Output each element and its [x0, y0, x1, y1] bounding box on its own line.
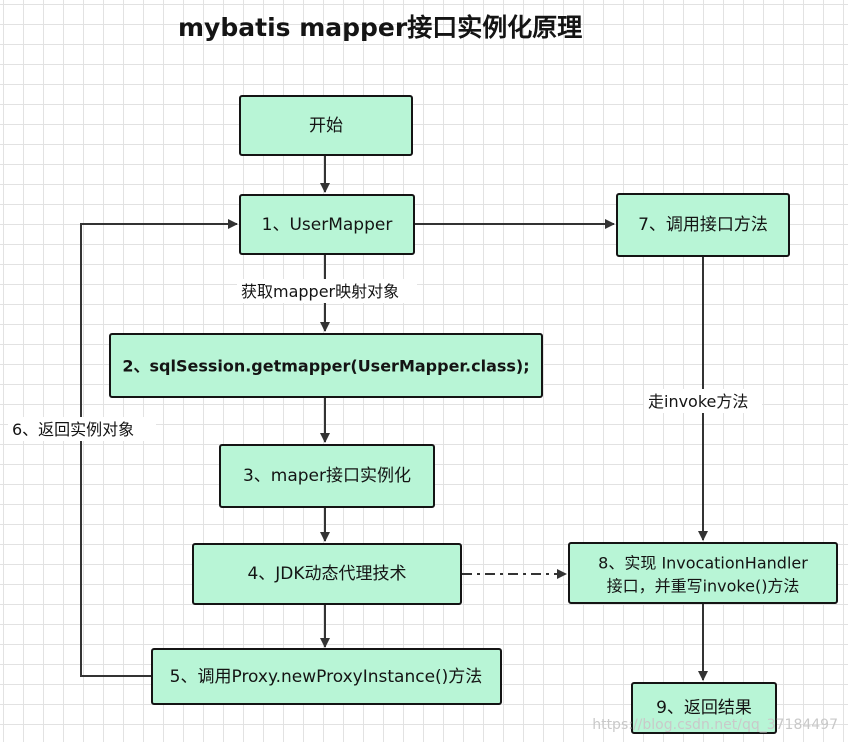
node-2-label: 2、sqlSession.getmapper(UserMapper.class)…: [122, 357, 529, 376]
node-5-label: 5、调用Proxy.newProxyInstance()方法: [170, 667, 483, 687]
node-2-getmapper: 2、sqlSession.getmapper(UserMapper.class)…: [109, 333, 543, 398]
diagram-title: mybatis mapper接口实例化原理: [178, 13, 582, 42]
edge-label-return-instance: 6、返回实例对象: [12, 420, 134, 439]
edge-label-invoke: 走invoke方法: [648, 392, 748, 411]
node-8-label-line1: 8、实现 InvocationHandler: [598, 554, 808, 573]
node-4-jdk-proxy: 4、JDK动态代理技术: [192, 543, 462, 605]
node-9-label: 9、返回结果: [656, 698, 752, 718]
node-8-label-line2: 接口，并重写invoke()方法: [607, 577, 800, 596]
edge-5-to-1-return: [80, 219, 238, 677]
node-9-return-result: 9、返回结果: [631, 682, 777, 734]
edge-label-bg: [237, 279, 417, 303]
node-4-label: 4、JDK动态代理技术: [247, 564, 406, 584]
node-8-invocation-handler: 8、实现 InvocationHandler 接口，并重写invoke()方法: [568, 542, 838, 604]
node-start: 开始: [239, 95, 413, 156]
edge-label-bg: [644, 389, 762, 413]
node-1-label: 1、UserMapper: [262, 215, 393, 235]
node-3-label: 3、maper接口实例化: [243, 466, 411, 486]
edge-label-bg: [8, 417, 156, 441]
edge-label-get-mapper: 获取mapper映射对象: [241, 282, 399, 301]
node-start-label: 开始: [309, 116, 343, 136]
node-7-label: 7、调用接口方法: [638, 215, 768, 235]
node-1-usermapper: 1、UserMapper: [239, 194, 415, 255]
node-3-instantiate: 3、maper接口实例化: [219, 444, 435, 508]
node-5-newproxyinstance: 5、调用Proxy.newProxyInstance()方法: [151, 648, 502, 705]
watermark: https://blog.csdn.net/qq_37184497: [592, 717, 838, 733]
node-7-call-method: 7、调用接口方法: [616, 193, 790, 257]
